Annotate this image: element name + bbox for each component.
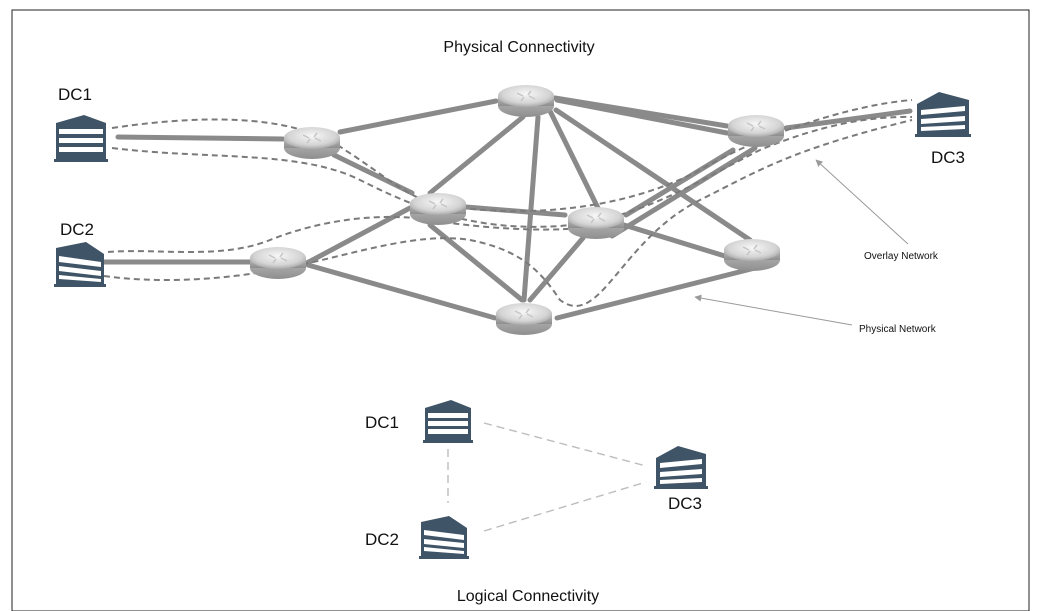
physical-link bbox=[305, 262, 498, 321]
physical-link bbox=[521, 114, 541, 303]
logical-dc1-label: DC1 bbox=[365, 413, 399, 432]
datacenter-building-icon bbox=[419, 516, 469, 559]
dc1-label: DC1 bbox=[58, 85, 92, 104]
physical-link bbox=[337, 98, 499, 135]
datacenter-building-icon bbox=[54, 242, 106, 287]
overlay-tunnel bbox=[111, 99, 913, 213]
physical-links bbox=[99, 95, 913, 321]
overlay-tunnel bbox=[111, 115, 913, 228]
physical-link bbox=[554, 97, 730, 136]
physical-link bbox=[554, 265, 758, 321]
logical-link bbox=[483, 481, 647, 532]
overlay-network-arrow bbox=[815, 159, 909, 245]
diagram-border bbox=[11, 9, 1030, 611]
physical-link bbox=[302, 205, 413, 267]
dc3-label: DC3 bbox=[931, 148, 965, 167]
physical-link bbox=[623, 147, 736, 218]
router-icon bbox=[724, 239, 780, 271]
overlay-network-label: Overlay Network bbox=[864, 251, 939, 262]
routers bbox=[250, 85, 784, 335]
overlay-tunnel bbox=[103, 119, 913, 307]
overlay-tunnels bbox=[103, 99, 913, 307]
physical-link bbox=[547, 108, 601, 211]
overlay-tunnel bbox=[107, 215, 581, 253]
physical-network-arrow bbox=[694, 294, 853, 326]
logical-dc3-label: DC3 bbox=[668, 494, 702, 513]
physical-link bbox=[527, 235, 586, 303]
logical-connectivity-title: Logical Connectivity bbox=[457, 588, 599, 605]
physical-network-label: Physical Network bbox=[859, 324, 937, 335]
physical-link bbox=[427, 114, 526, 196]
datacenter-building-icon bbox=[654, 446, 708, 489]
logical-dc2-label: DC2 bbox=[365, 530, 399, 549]
dc2-label: DC2 bbox=[60, 220, 94, 239]
router-icon bbox=[284, 127, 340, 159]
physical-link bbox=[553, 107, 753, 243]
router-icon bbox=[568, 207, 624, 239]
physical-link bbox=[609, 145, 758, 239]
router-icon bbox=[410, 193, 466, 225]
logical-link bbox=[483, 422, 647, 467]
router-icon bbox=[728, 115, 784, 147]
physical-link bbox=[783, 108, 913, 131]
router-icon bbox=[498, 85, 554, 117]
datacenter-building-icon bbox=[54, 115, 108, 162]
physical-link bbox=[115, 134, 286, 142]
physical-link bbox=[427, 222, 525, 303]
physical-connectivity-title: Physical Connectivity bbox=[443, 39, 594, 56]
router-icon bbox=[250, 247, 306, 279]
datacenter-building-icon bbox=[423, 400, 473, 443]
datacenter-building-icon bbox=[915, 92, 971, 137]
router-icon bbox=[496, 303, 552, 335]
physical-link bbox=[621, 222, 731, 260]
logical-links bbox=[447, 422, 647, 532]
